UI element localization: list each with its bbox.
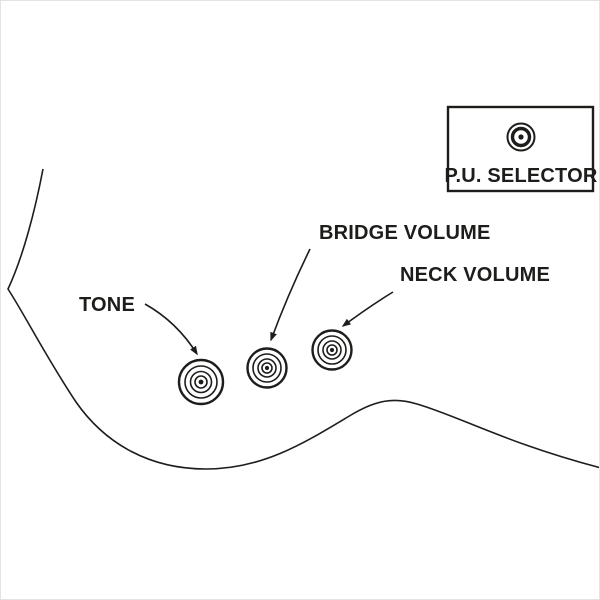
pu-selector-knob-icon <box>506 122 536 152</box>
neck-volume-knob <box>311 329 353 371</box>
pu-selector-box: P.U. SELECTOR <box>444 105 598 193</box>
tone-label: TONE <box>79 294 135 316</box>
bridge-volume-label: BRIDGE VOLUME <box>319 222 491 244</box>
neck-volume-arrow <box>341 291 394 327</box>
bridge-volume-knob <box>246 347 288 389</box>
guitar-body-outline <box>7 168 599 470</box>
bridge-volume-arrow <box>270 248 311 342</box>
pu-selector-label: P.U. SELECTOR <box>444 165 597 187</box>
neck-volume-label: NECK VOLUME <box>400 264 550 286</box>
tone-knob <box>177 358 225 406</box>
tone-arrow <box>144 303 198 356</box>
